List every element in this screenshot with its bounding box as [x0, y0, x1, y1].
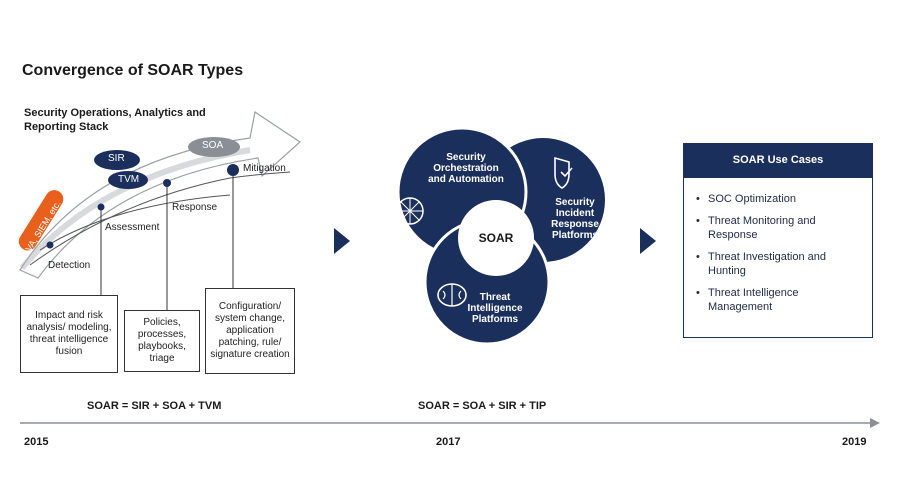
use-cases-list: SOC Optimization Threat Monitoring and R…	[684, 178, 872, 314]
pill-va	[18, 190, 64, 251]
equation-left: SOAR = SIR + SOA + TVM	[87, 400, 222, 412]
dot-response	[163, 179, 171, 187]
network-globe-icon	[396, 197, 424, 225]
year-start: 2015	[24, 436, 49, 448]
dot-assessment	[97, 203, 105, 211]
ring-center-label: SOAR	[478, 231, 514, 245]
year-middle: 2017	[436, 436, 461, 448]
stack-sweep	[19, 147, 251, 270]
pill-soa-label: SOA	[202, 140, 224, 151]
equation-middle: SOAR = SOA + SIR + TIP	[418, 400, 547, 412]
box-assessment: Impact and risk analysis/ modeling, thre…	[20, 295, 118, 373]
pill-sir-label: SIR	[108, 153, 125, 164]
use-cases-panel: SOC Optimization Threat Monitoring and R…	[683, 177, 873, 338]
stage-detection: Detection	[48, 260, 91, 271]
dot-mitigation	[227, 164, 239, 176]
pill-tvm	[108, 171, 148, 189]
pill-sir	[94, 150, 140, 170]
chevron-arrow-icon	[334, 228, 350, 254]
curve-line-lower	[39, 194, 231, 251]
ring-incident-label: Security Incident Response Platforms	[551, 197, 599, 241]
ring-intel-label: Threat Intelligence Platforms	[467, 292, 523, 325]
pill-soa	[188, 137, 240, 157]
timeline-arrowhead	[870, 418, 880, 428]
ring-center	[458, 200, 534, 276]
list-item: Threat Monitoring and Response	[696, 214, 862, 242]
list-item: Threat Investigation and Hunting	[696, 250, 862, 278]
box-mitigation: Configuration/ system change, applicatio…	[205, 288, 295, 374]
stage-response: Response	[172, 202, 218, 213]
brain-icon	[437, 283, 467, 307]
diagram-title: Convergence of SOAR Types	[22, 62, 244, 79]
stack-title: Security Operations, Analytics and Repor…	[24, 107, 206, 133]
shield-check-icon	[554, 156, 573, 189]
list-item: SOC Optimization	[696, 192, 862, 206]
use-cases-header: SOAR Use Cases	[683, 143, 873, 177]
pill-tvm-label: TVM	[118, 174, 140, 185]
stage-mitigation: Mitigation	[243, 163, 286, 174]
dot-detection	[46, 241, 54, 249]
box-response: Policies, processes, playbooks, triage	[124, 310, 200, 372]
list-item: Threat Intelligence Management	[696, 286, 862, 314]
stage-assessment: Assessment	[105, 222, 160, 233]
ring-orchestration-label: Security Orchestration and Automation	[428, 152, 504, 185]
curve-line-upper	[29, 171, 291, 266]
year-end: 2019	[842, 436, 867, 448]
chevron-arrow-icon-2	[640, 228, 656, 254]
